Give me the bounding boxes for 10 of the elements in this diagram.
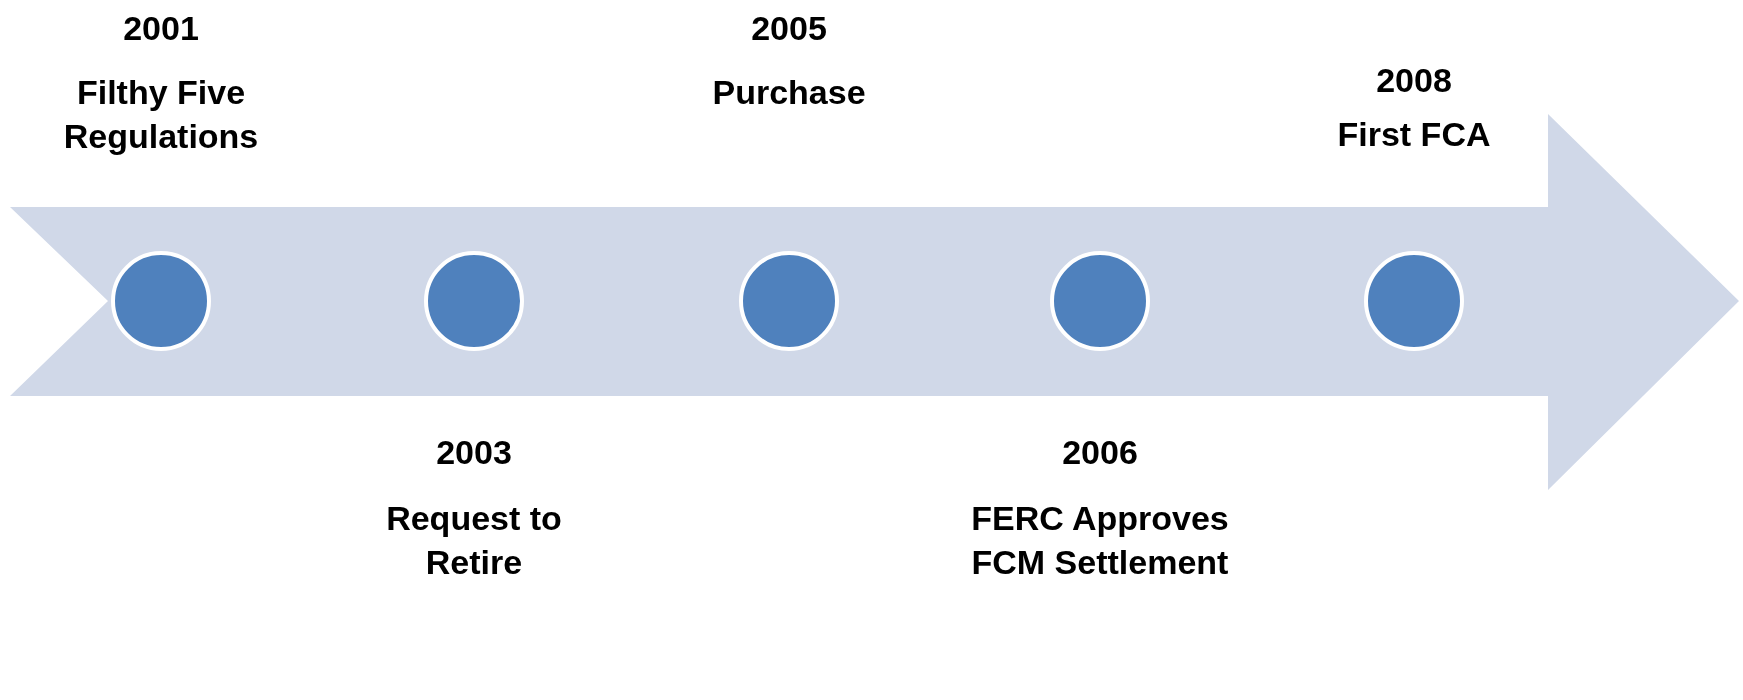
event-label: First FCA: [1336, 114, 1492, 155]
event-label: Purchase: [711, 72, 867, 113]
year-label: 2006: [1062, 432, 1138, 473]
year-label: 2003: [436, 432, 512, 473]
year-label: 2001: [123, 8, 199, 49]
event-label: FERC Approves FCM Settlement: [970, 498, 1230, 583]
event-label: Request to Retire: [385, 498, 563, 583]
event-label: Filthy Five Regulations: [62, 72, 260, 157]
year-label: 2005: [751, 8, 827, 49]
year-label: 2008: [1376, 60, 1452, 101]
